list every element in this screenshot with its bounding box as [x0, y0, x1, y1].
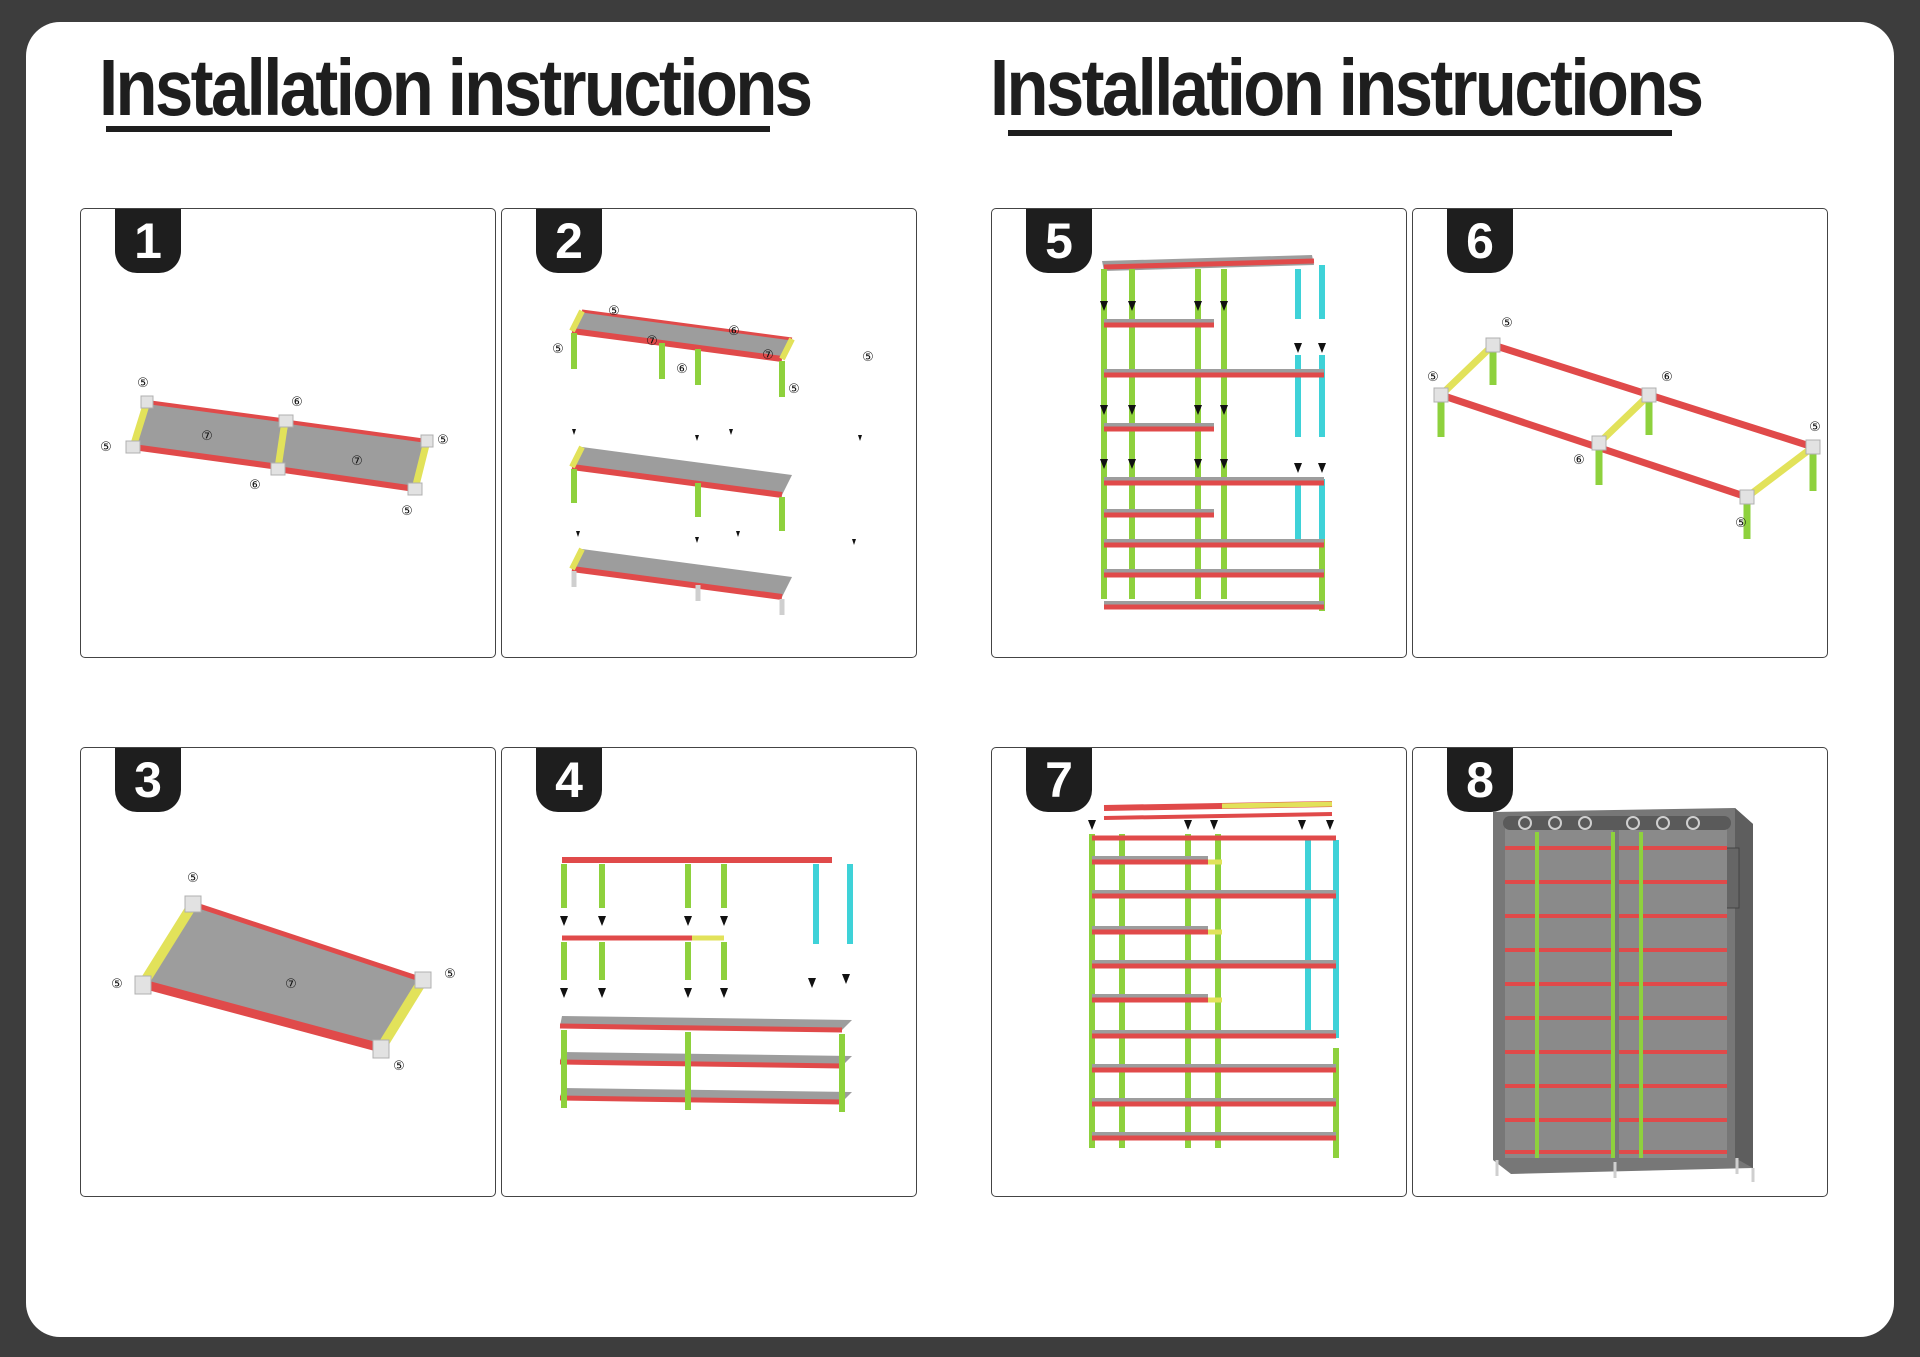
heading-right: Installation instructions: [990, 43, 1704, 132]
step-6-part-labels: ⑤ ⑤ ⑥ ⑥ ⑤ ⑤: [1427, 316, 1821, 531]
step-7-panel: 7: [991, 747, 1407, 1197]
step-5-diagram: [1100, 255, 1326, 611]
step-2-panel: 2: [501, 208, 917, 658]
step-4-panel: 4: [501, 747, 917, 1197]
step-5-badge: 5: [1026, 209, 1092, 273]
part-label-corner: ⑤: [100, 440, 112, 455]
part-label-corner: ⑤: [1735, 516, 1747, 531]
part-label-corner: ⑤: [1501, 316, 1513, 331]
part-label-tee: ⑥: [291, 395, 303, 410]
part-label-corner: ⑤: [1809, 420, 1821, 435]
step-6-panel: 6 ⑤ ⑤ ⑥ ⑥ ⑤ ⑤: [1412, 208, 1828, 658]
part-label-tee: ⑥: [249, 478, 261, 493]
part-label-corner: ⑤: [608, 304, 620, 319]
heading-left-underline: [106, 126, 770, 132]
step-3-part-labels: ⑤ ⑤ ⑤ ⑤ ⑦: [111, 871, 456, 1074]
part-label-corner: ⑤: [552, 342, 564, 357]
part-label-corner: ⑤: [862, 350, 874, 365]
step-5-panel: 5: [991, 208, 1407, 658]
step-2-part-labels: ⑤ ⑤ ⑦ ⑥ ⑥ ⑦ ⑤ ⑤: [552, 304, 874, 397]
step-6-badge: 6: [1447, 209, 1513, 273]
part-label-tee: ⑥: [1573, 453, 1585, 468]
part-label-corner: ⑤: [788, 382, 800, 397]
step-6-diagram: ⑤ ⑤ ⑥ ⑥ ⑤ ⑤: [1427, 316, 1821, 539]
part-label-shelf: ⑦: [201, 429, 213, 444]
step-8-panel: 8: [1412, 747, 1828, 1197]
part-label-corner: ⑤: [187, 871, 199, 886]
part-label-tee: ⑥: [676, 362, 688, 377]
heading-left: Installation instructions: [99, 43, 813, 132]
part-label-shelf: ⑦: [762, 348, 774, 363]
part-label-shelf: ⑦: [351, 454, 363, 469]
heading-right-underline: [1008, 130, 1672, 136]
step-2-diagram: ⑤ ⑤ ⑦ ⑥ ⑥ ⑦ ⑤ ⑤: [552, 304, 874, 615]
step-7-diagram: [1088, 801, 1339, 1158]
step-4-diagram: [559, 857, 853, 1112]
part-label-corner: ⑤: [137, 376, 149, 391]
part-label-corner: ⑤: [444, 967, 456, 982]
part-label-corner: ⑤: [1427, 370, 1439, 385]
instruction-sheet: Installation instructions Installation i…: [26, 22, 1894, 1337]
shelf-tier: [569, 309, 795, 397]
part-label-corner: ⑤: [111, 977, 123, 992]
part-label-shelf: ⑦: [646, 334, 658, 349]
part-label-tee: ⑥: [1661, 370, 1673, 385]
step-1-panel: 1 ⑤ ⑤ ⑥ ⑥ ⑤ ⑤ ⑦ ⑦: [80, 208, 496, 658]
part-label-corner: ⑤: [393, 1059, 405, 1074]
part-label-corner: ⑤: [437, 433, 449, 448]
step-7-badge: 7: [1026, 748, 1092, 812]
step-2-badge: 2: [536, 209, 602, 273]
step-3-diagram: ⑤ ⑤ ⑤ ⑤ ⑦: [111, 871, 456, 1074]
step-1-part-labels: ⑤ ⑤ ⑥ ⑥ ⑤ ⑤ ⑦ ⑦: [100, 376, 449, 519]
step-8-badge: 8: [1447, 748, 1513, 812]
step-3-panel: 3 ⑤ ⑤ ⑤ ⑤ ⑦: [80, 747, 496, 1197]
step-8-diagram: [1493, 808, 1755, 1182]
step-1-badge: 1: [115, 209, 181, 273]
part-label-shelf: ⑦: [285, 977, 297, 992]
lower-shelves: [559, 1016, 852, 1112]
step-3-badge: 3: [115, 748, 181, 812]
step-4-badge: 4: [536, 748, 602, 812]
part-label-corner: ⑤: [401, 504, 413, 519]
part-label-tee: ⑥: [728, 324, 740, 339]
step-1-diagram: ⑤ ⑤ ⑥ ⑥ ⑤ ⑤ ⑦ ⑦: [100, 376, 449, 519]
